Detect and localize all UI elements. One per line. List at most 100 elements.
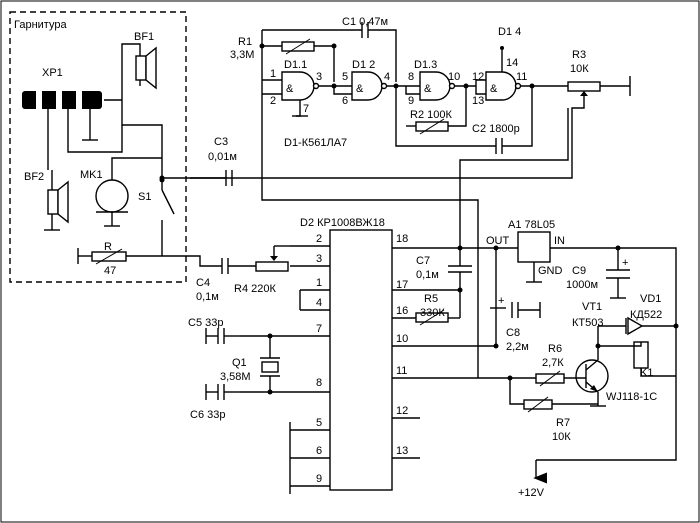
pin-label: 10 bbox=[448, 71, 460, 83]
k1-label: K1 bbox=[640, 367, 653, 379]
c3-label: C3 bbox=[214, 136, 228, 148]
c9-plus: + bbox=[622, 257, 628, 269]
pin-label: 8 bbox=[316, 377, 322, 389]
vd1-value: КД522 bbox=[630, 309, 662, 321]
oscillator-section: R1 3,3M C1 0,47м D1.1 & 1 2 3 7 D1 2 bbox=[190, 16, 631, 179]
headset-boundary bbox=[9, 11, 187, 283]
gate1-symbol: & bbox=[286, 83, 294, 95]
pin-label: 3 bbox=[316, 253, 322, 265]
r1-label: R1 bbox=[238, 36, 252, 48]
r-value: 47 bbox=[104, 265, 116, 277]
pin-label: 2 bbox=[270, 95, 276, 107]
a1-in-label: IN bbox=[554, 235, 565, 247]
q1-label: Q1 bbox=[232, 357, 247, 369]
resistor-r6-icon bbox=[535, 370, 565, 387]
gate4-symbol: & bbox=[490, 83, 498, 95]
pin-label: 11 bbox=[516, 71, 527, 83]
pin-label: 4 bbox=[384, 71, 390, 83]
relay-driver-section: VD1 КД522 VT1 КТ503 K1 WJ118-1C R6 2,7К bbox=[507, 293, 679, 443]
pin-label: 10 bbox=[396, 333, 408, 345]
k1-value: WJ118-1C bbox=[606, 391, 657, 403]
pin-label: 1 bbox=[270, 68, 276, 80]
r3-value: 10К bbox=[570, 63, 589, 75]
c3-value: 0,01м bbox=[208, 151, 237, 163]
pin-label: 4 bbox=[316, 297, 322, 309]
c1-label: C1 0,47м bbox=[342, 16, 388, 28]
gate4-label: D1 4 bbox=[498, 26, 521, 38]
c7-value: 0,1м bbox=[416, 269, 439, 281]
speaker-bf1-icon bbox=[135, 46, 157, 90]
c8-label: C8 bbox=[506, 327, 520, 339]
pin-label: 3 bbox=[316, 71, 322, 83]
vt1-value: КТ503 bbox=[572, 317, 603, 329]
r5-label: R5 bbox=[424, 293, 438, 305]
ic-d2: D2 КР1008ВЖ18 2 3 1 4 7 8 5 6 9 18 17 16… bbox=[240, 217, 536, 494]
gate3-symbol: & bbox=[424, 83, 432, 95]
c4-r4-input: C4 0,1м R4 220К bbox=[162, 245, 290, 303]
gate2-symbol: & bbox=[356, 83, 364, 95]
pin-label: 12 bbox=[396, 405, 408, 417]
c9-label: C9 bbox=[572, 265, 586, 277]
pin-label: 13 bbox=[396, 445, 408, 457]
c7-label: C7 bbox=[416, 255, 430, 267]
pin-label: 11 bbox=[396, 365, 407, 377]
c8-plus: + bbox=[498, 295, 504, 307]
potentiometer-r4-icon bbox=[255, 246, 289, 272]
transistor-vt1-icon bbox=[575, 359, 609, 393]
regulator-a1: A1 78L05 OUT IN GND bbox=[460, 219, 677, 461]
bf2-label: BF2 bbox=[24, 171, 44, 183]
resistor-r1-icon bbox=[281, 38, 315, 55]
q1-value: 3,58М bbox=[220, 371, 251, 383]
c4-label: C4 bbox=[196, 277, 210, 289]
resistor-r2-icon bbox=[415, 118, 449, 135]
a1-label: A1 78L05 bbox=[508, 219, 555, 231]
pin-label: 14 bbox=[506, 57, 518, 69]
gate1-label: D1.1 bbox=[284, 59, 307, 71]
c4-value: 0,1м bbox=[196, 291, 219, 303]
regulator-a1-body bbox=[517, 231, 551, 263]
resistor-r7-icon bbox=[523, 396, 553, 413]
r1-value: 3,3M bbox=[230, 49, 254, 61]
gate2-label: D1 2 bbox=[352, 59, 375, 71]
r7-label: R7 bbox=[556, 417, 570, 429]
c8-capacitor: + C8 2,2м bbox=[490, 248, 541, 353]
r6-label: R6 bbox=[548, 343, 562, 355]
c2-label: C2 1800р bbox=[472, 123, 520, 135]
pin-label: 6 bbox=[316, 445, 322, 457]
switch-s1-icon bbox=[161, 170, 175, 256]
pin-label: 13 bbox=[472, 95, 484, 107]
r5-value: 330К bbox=[420, 307, 445, 319]
pin-label: 8 bbox=[408, 71, 414, 83]
headset-block: Гарнитура BF1 XP1 BF2 MK bbox=[9, 11, 187, 283]
pin-label: 16 bbox=[396, 305, 408, 317]
crystal-section: C5 33р Q1 3,58М C6 33р bbox=[188, 317, 280, 421]
c6-label: C6 33р bbox=[190, 409, 225, 421]
gate3-label: D1.3 bbox=[414, 59, 437, 71]
jack-xp1-icon bbox=[22, 91, 102, 109]
mk1-label: MK1 bbox=[80, 169, 103, 181]
s1-label: S1 bbox=[138, 191, 151, 203]
crystal-q1-icon bbox=[260, 357, 280, 377]
vd1-label: VD1 bbox=[640, 293, 661, 305]
pin-label: 7 bbox=[316, 323, 322, 335]
d1-type-label: D1-К561ЛА7 bbox=[284, 137, 347, 149]
pin-label: 9 bbox=[316, 473, 322, 485]
a1-out-label: OUT bbox=[486, 235, 510, 247]
c5-label: C5 33р bbox=[188, 317, 223, 329]
c9-capacitor: C9 1000м + bbox=[566, 245, 630, 299]
r4-label: R4 220К bbox=[234, 283, 276, 295]
bf1-label: BF1 bbox=[134, 31, 154, 43]
headset-label: Гарнитура bbox=[14, 19, 67, 31]
r3-label: R3 bbox=[572, 49, 586, 61]
pin-label: 12 bbox=[472, 71, 484, 83]
c7-r5-section: C7 0,1м R5 330К bbox=[415, 108, 569, 326]
pin-label: 5 bbox=[342, 71, 348, 83]
potentiometer-r3-icon bbox=[567, 81, 601, 98]
ic-d2-body bbox=[329, 229, 393, 491]
supply-label: +12V bbox=[518, 487, 545, 499]
r6-value: 2,7К bbox=[542, 357, 564, 369]
d2-label: D2 КР1008ВЖ18 bbox=[300, 217, 385, 229]
pin-label: 7 bbox=[303, 103, 309, 115]
pin-label: 18 bbox=[396, 233, 408, 245]
